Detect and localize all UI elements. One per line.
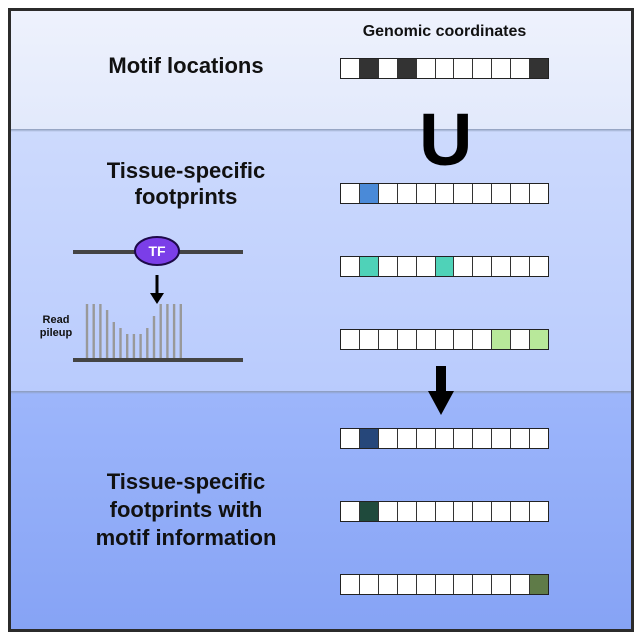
empty-position [473, 184, 493, 203]
empty-position [341, 184, 360, 203]
empty-position [454, 330, 474, 349]
tf-protein [134, 236, 180, 266]
empty-position [454, 59, 474, 78]
empty-position [417, 59, 436, 78]
tf-label: TF [148, 243, 166, 259]
empty-position [511, 184, 531, 203]
empty-position [398, 575, 417, 594]
empty-position [417, 257, 436, 276]
empty-position [492, 184, 512, 203]
schematic-overlay: TF [73, 236, 454, 415]
combined-track-1 [340, 428, 549, 449]
empty-position [436, 330, 455, 349]
empty-position [398, 502, 417, 521]
empty-position [473, 429, 493, 448]
read-pileup-bars [85, 304, 183, 358]
empty-position [341, 257, 360, 276]
footprint-track-1 [340, 183, 549, 204]
empty-position [417, 330, 436, 349]
empty-position [417, 429, 436, 448]
empty-position [341, 575, 360, 594]
empty-position [454, 575, 474, 594]
empty-position [341, 330, 360, 349]
empty-position [379, 502, 398, 521]
filled-position [359, 257, 379, 276]
empty-position [379, 330, 398, 349]
empty-position [417, 575, 436, 594]
empty-position [436, 59, 455, 78]
empty-position [511, 330, 531, 349]
empty-position [492, 575, 512, 594]
empty-position [511, 502, 531, 521]
empty-position [436, 502, 455, 521]
motif-locations-label: Motif locations [108, 53, 264, 78]
filled-position [492, 330, 512, 349]
merge-arrow-head [428, 391, 454, 415]
empty-position [492, 502, 512, 521]
filled-position [530, 59, 548, 78]
empty-position [454, 429, 474, 448]
tissue-footprints-motif-label: Tissue-specific footprints with motif in… [95, 469, 277, 550]
footprint-track-3 [340, 329, 549, 350]
empty-position [511, 257, 531, 276]
motif-track [340, 58, 549, 79]
empty-position [454, 184, 474, 203]
empty-position [473, 575, 493, 594]
empty-position [473, 257, 493, 276]
filled-position [359, 184, 379, 203]
empty-position [492, 257, 512, 276]
empty-position [511, 429, 531, 448]
footprint-track-2 [340, 256, 549, 277]
figure-frame: Motif locations Tissue-specific footprin… [8, 8, 634, 632]
empty-position [360, 330, 379, 349]
genomic-coordinates-label: Genomic coordinates [362, 23, 527, 40]
empty-position [473, 330, 493, 349]
empty-position [379, 257, 398, 276]
union-symbol: U [419, 98, 473, 181]
empty-position [511, 575, 531, 594]
empty-position [341, 502, 360, 521]
empty-position [341, 59, 360, 78]
empty-position [436, 184, 455, 203]
empty-position [473, 502, 493, 521]
empty-position [398, 429, 417, 448]
filled-position [397, 59, 417, 78]
empty-position [454, 257, 474, 276]
empty-position [417, 502, 436, 521]
tf-arrow-head [150, 293, 164, 304]
merge-arrow-shaft [436, 366, 446, 393]
empty-position [398, 257, 417, 276]
tissue-footprints-label: Tissue-specific footprints [106, 158, 266, 209]
empty-position [492, 429, 512, 448]
combined-track-2 [340, 501, 549, 522]
empty-position [360, 575, 379, 594]
empty-position [454, 502, 474, 521]
empty-position [379, 184, 398, 203]
filled-position [359, 59, 379, 78]
empty-position [492, 59, 512, 78]
empty-position [436, 575, 455, 594]
empty-position [511, 59, 531, 78]
filled-position [435, 257, 455, 276]
empty-position [379, 59, 398, 78]
filled-position [530, 330, 548, 349]
combined-track-3 [340, 574, 549, 595]
empty-position [379, 429, 398, 448]
read-pileup-label: Read pileup [39, 314, 73, 339]
empty-position [436, 429, 455, 448]
empty-position [398, 330, 417, 349]
empty-position [473, 59, 493, 78]
filled-position [359, 502, 379, 521]
filled-position [359, 429, 379, 448]
empty-position [379, 575, 398, 594]
empty-position [398, 184, 417, 203]
empty-position [341, 429, 360, 448]
filled-position [530, 575, 548, 594]
empty-position [417, 184, 436, 203]
